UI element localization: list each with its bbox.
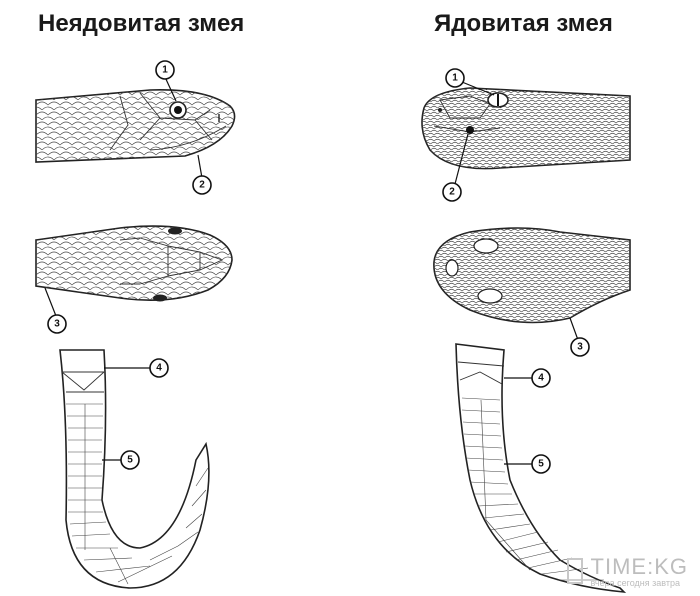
watermark: TIME:KG вчера сегодня завтра <box>566 554 688 588</box>
nonvenomous-head-side <box>35 89 236 163</box>
svg-text:5: 5 <box>538 459 544 470</box>
svg-text:1: 1 <box>162 65 168 76</box>
svg-text:1: 1 <box>452 73 458 84</box>
svg-text:3: 3 <box>54 319 60 330</box>
callouts-left: 1 2 3 4 5 <box>44 60 212 470</box>
callout-left-3 <box>47 314 67 334</box>
nonvenomous-head-top <box>35 225 233 302</box>
nonvenomous-tail <box>59 349 210 589</box>
callout-right-4 <box>531 368 551 388</box>
callout-right-3 <box>570 337 590 357</box>
watermark-tagline: вчера сегодня завтра <box>590 578 680 588</box>
svg-text:2: 2 <box>449 187 455 198</box>
title-venomous: Ядовитая змея <box>434 10 613 37</box>
venomous-tail <box>455 343 627 593</box>
svg-text:4: 4 <box>156 363 162 374</box>
callout-right-1 <box>445 68 465 88</box>
callout-left-1 <box>155 60 175 80</box>
heat-pit-icon <box>466 126 474 134</box>
watermark-logo: TIME:KG <box>590 554 688 579</box>
callout-right-2 <box>442 182 462 202</box>
svg-text:4: 4 <box>538 373 544 384</box>
callouts-right: 1 2 3 4 5 <box>442 68 590 474</box>
venomous-head-top <box>433 227 631 324</box>
callout-left-5 <box>120 450 140 470</box>
hourglass-icon <box>566 558 583 584</box>
svg-text:3: 3 <box>577 342 583 353</box>
callout-left-2 <box>192 175 212 195</box>
title-nonvenomous: Неядовитая змея <box>38 10 245 37</box>
svg-text:2: 2 <box>199 180 205 191</box>
callout-right-5 <box>531 454 551 474</box>
venomous-head-side <box>421 87 631 170</box>
svg-text:5: 5 <box>127 455 133 466</box>
callout-left-4 <box>149 358 169 378</box>
